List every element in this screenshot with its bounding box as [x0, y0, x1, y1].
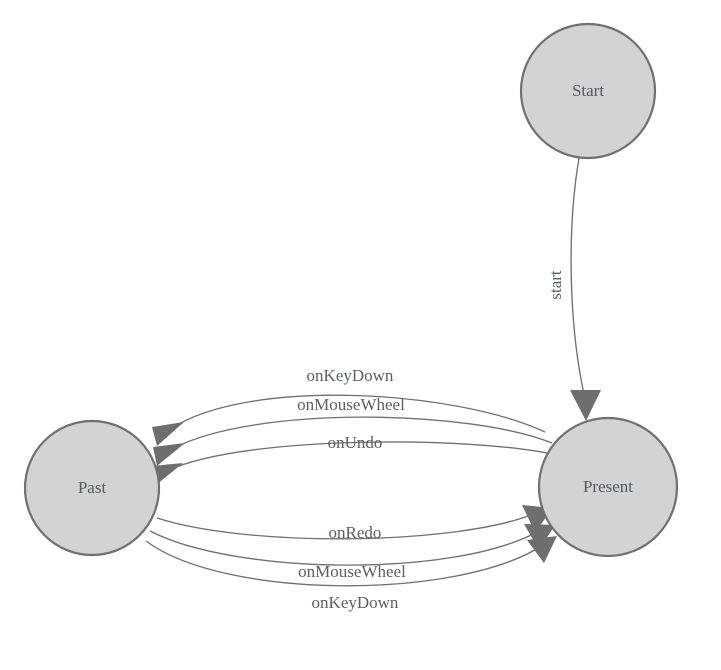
arrowhead-present-past-3	[152, 463, 183, 485]
edge-label-past-present-onmousewheel: onMouseWheel	[298, 562, 406, 581]
edge-path-present-past-2	[171, 416, 553, 450]
node-start[interactable]: Start	[519, 22, 657, 160]
edge-start-to-present[interactable]: start	[546, 157, 601, 421]
edge-past-to-present-onkeydown[interactable]: onKeyDown	[145, 536, 557, 612]
edge-path-start-present	[570, 157, 585, 395]
node-past-label: Past	[78, 478, 107, 497]
edge-label-present-past-onundo: onUndo	[328, 433, 383, 452]
edge-label-present-past-onkeydown: onKeyDown	[307, 366, 394, 385]
edge-path-past-present-1	[156, 512, 537, 540]
arrowhead-start-present	[570, 390, 601, 421]
node-present[interactable]: Present	[537, 416, 679, 558]
edge-label-start: start	[546, 270, 565, 300]
edge-path-present-past-1	[171, 394, 546, 433]
edge-path-past-present-2	[149, 530, 540, 566]
node-present-label: Present	[583, 477, 633, 496]
arrowhead-present-past-2	[153, 443, 185, 466]
arrowhead-past-present-3	[527, 536, 557, 563]
edge-label-past-present-onredo: onRedo	[329, 523, 382, 542]
edge-present-to-past-onkeydown[interactable]: onKeyDown	[152, 366, 546, 446]
arrowhead-past-present-2	[524, 524, 555, 550]
edge-past-to-present-onredo[interactable]: onRedo	[156, 505, 553, 542]
edge-path-present-past-3	[168, 441, 557, 471]
node-past[interactable]: Past	[23, 419, 161, 557]
edge-label-present-past-onmousewheel: onMouseWheel	[297, 395, 405, 414]
edge-past-to-present-onmousewheel[interactable]: onMouseWheel	[149, 524, 555, 581]
edge-present-to-past-onmousewheel[interactable]: onMouseWheel	[153, 395, 553, 466]
arrowhead-present-past-1	[152, 422, 184, 446]
node-present-circle	[537, 416, 679, 558]
edge-present-to-past-onundo[interactable]: onUndo	[152, 433, 557, 485]
node-start-label: Start	[572, 81, 604, 100]
edge-path-past-present-3	[145, 540, 544, 587]
node-start-circle	[519, 22, 657, 160]
edge-label-past-present-onkeydown: onKeyDown	[312, 593, 399, 612]
node-past-circle	[23, 419, 161, 557]
